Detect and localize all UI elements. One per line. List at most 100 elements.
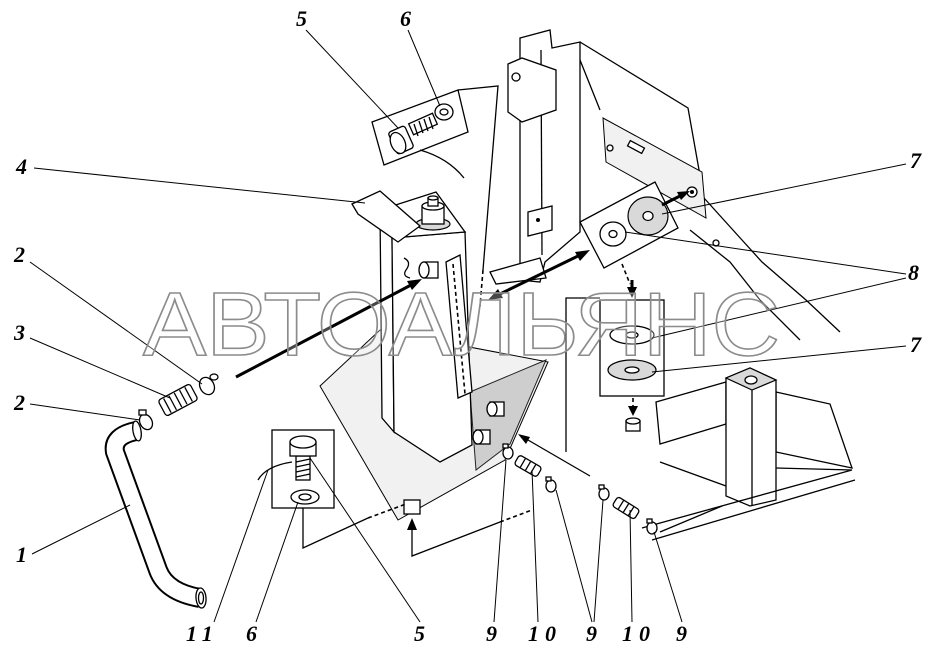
hose-10-b xyxy=(612,496,640,520)
washer-8-upper xyxy=(599,221,627,247)
callout-label: 4 xyxy=(15,154,27,179)
leader-line xyxy=(213,469,269,623)
callout-5-top: 5 xyxy=(296,6,399,129)
callout-label: 8 xyxy=(908,260,919,285)
callout-label: 6 xyxy=(400,6,411,31)
callout-label: 11 xyxy=(186,621,219,646)
callout-8: 8 xyxy=(624,231,919,339)
callout-label: 9 xyxy=(486,621,497,646)
clamp-lug xyxy=(502,443,509,449)
callout-9-b: 9 xyxy=(555,489,604,646)
drain-block xyxy=(403,499,421,515)
bolt-head-top xyxy=(289,435,317,449)
rail-bracket-small xyxy=(527,205,553,237)
callout-5-bottom: 5 xyxy=(309,457,425,646)
leader-line xyxy=(255,501,299,623)
hose-10-a xyxy=(514,455,542,477)
clamp-2-upper xyxy=(198,373,219,396)
hose-to-tank-arrow-head xyxy=(407,279,422,290)
leader-line xyxy=(493,459,507,623)
clamp-9-d xyxy=(646,518,658,535)
leader-line-lower xyxy=(651,277,907,339)
bushing-arrow-head xyxy=(628,406,638,416)
leader-line-right xyxy=(593,499,604,623)
drain-arrow-head xyxy=(407,518,417,530)
leader-line xyxy=(629,509,633,623)
support-post-hole xyxy=(744,375,758,385)
leader-line xyxy=(653,531,683,623)
connector-line xyxy=(457,85,499,271)
bypass-hose-set xyxy=(502,434,658,535)
callout-label: 10 xyxy=(528,621,562,646)
callouts: 5 6 4 2 3 2 1 7 xyxy=(13,6,922,646)
frame-thin-line xyxy=(659,505,723,533)
cross-member-right xyxy=(775,391,853,469)
mounting-strap-4 xyxy=(351,190,422,243)
rail-bracket-upper xyxy=(507,57,557,123)
drain-connector-line xyxy=(411,521,501,557)
leader-line xyxy=(33,167,366,204)
chassis-frame xyxy=(489,29,856,541)
bolt-thread-lines xyxy=(295,458,311,478)
leader-line xyxy=(29,403,141,421)
nipple-end xyxy=(418,261,430,279)
callout-2-lower: 2 xyxy=(13,390,141,421)
nipple-end xyxy=(486,401,498,417)
washer-hole xyxy=(298,493,312,501)
pipe-body xyxy=(106,423,202,606)
bottom-bolt-kit xyxy=(257,429,533,557)
callout-6-top: 6 xyxy=(400,6,441,107)
callout-7-upper: 7 xyxy=(661,148,922,215)
pipe-upper-end xyxy=(132,420,142,442)
leader-line xyxy=(661,163,907,215)
lower-box-connector xyxy=(565,297,600,452)
washer-6-bottom xyxy=(290,489,320,505)
leader-line xyxy=(29,337,171,399)
wire xyxy=(419,149,465,179)
washer-hole xyxy=(608,229,618,239)
callout-9-a: 9 xyxy=(486,459,507,646)
rail-bracket-hole xyxy=(511,72,521,82)
hose-3 xyxy=(158,384,198,416)
clamp-2-lower xyxy=(138,409,154,431)
clamp-ring xyxy=(545,479,557,493)
callout-label: 3 xyxy=(13,320,25,345)
frame-panel-outline xyxy=(579,41,841,333)
callout-1: 1 xyxy=(16,504,131,567)
frame-lower-rails xyxy=(641,461,856,541)
leader-line-upper xyxy=(624,231,907,275)
hose-arrow-shaft xyxy=(527,439,591,477)
hose-ridges xyxy=(519,458,537,474)
leader-line xyxy=(531,469,539,623)
callout-label: 6 xyxy=(246,621,257,646)
bolt-head-face xyxy=(389,131,407,155)
bushing-top xyxy=(625,417,641,425)
expansion-tank xyxy=(319,190,549,521)
hose-arrow-head xyxy=(518,434,530,444)
bolt-thread-lines xyxy=(413,116,434,137)
washer-7-upper xyxy=(627,196,669,236)
callout-3: 3 xyxy=(13,320,171,399)
callout-9-c: 9 xyxy=(653,531,687,646)
callout-6-bottom: 6 xyxy=(246,501,299,646)
drain-connector-dashed xyxy=(499,509,533,523)
lower-box-arrow-head xyxy=(627,287,637,298)
callout-label: 9 xyxy=(586,621,597,646)
rail-bracket-small-hole xyxy=(536,218,540,222)
washer-hole xyxy=(624,366,640,374)
frame-arrow-head xyxy=(677,191,690,200)
upper-to-lower-dashed xyxy=(621,263,631,285)
hose-ridges xyxy=(617,500,635,516)
washer-7-lower xyxy=(607,359,657,381)
callout-11: 11 xyxy=(186,469,269,646)
clamp-9-b xyxy=(545,476,557,493)
tank-frame-double-arrow xyxy=(488,250,590,300)
double-arrow-head-right xyxy=(575,250,590,261)
bolt-5-bottom xyxy=(289,435,317,481)
leader-line xyxy=(305,29,399,129)
filler-cap-knob-top xyxy=(427,195,439,201)
clamp-ring xyxy=(646,521,658,535)
clamp-ring xyxy=(598,487,610,501)
hose-to-tank-arrow-shaft xyxy=(235,283,412,379)
washer-8-lower xyxy=(609,325,655,345)
